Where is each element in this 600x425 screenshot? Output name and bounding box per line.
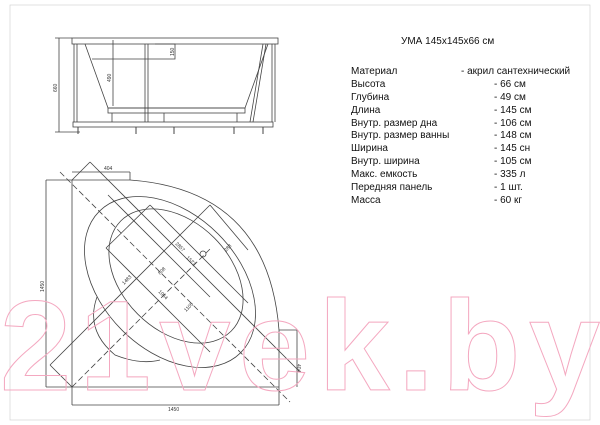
width-dim-label: 1450 [168, 407, 179, 413]
spec-label: Внутр. размер ванны [351, 130, 450, 142]
spec-label: Глубина [351, 91, 390, 103]
spec-row: Внутр. ширина - 105 см [351, 156, 591, 169]
side-height-label: 660 [53, 83, 59, 92]
spec-value: - 106 см [494, 117, 532, 129]
spec-label: Материал [351, 66, 398, 77]
height-dim-label: 1450 [40, 281, 46, 292]
spec-label: Макс. емкость [351, 169, 418, 181]
spec-row: Внутр. размер дна - 106 см [351, 118, 591, 131]
watermark-text: 21vek.by [0, 275, 600, 418]
dim5-label: 808 [157, 266, 167, 276]
spec-row: Высота - 66 см [351, 79, 591, 92]
spec-label: Передняя панель [351, 182, 433, 194]
spec-value: - 105 см [494, 156, 532, 168]
spec-label: Высота [351, 78, 386, 90]
spec-row: Материал - акрил сантехнический [351, 66, 591, 79]
spec-row: Глубина - 49 см [351, 92, 591, 105]
spec-value: - акрил сантехнический [461, 66, 571, 77]
spec-row: Масса - 60 кг [351, 195, 591, 208]
spec-value: - 145 см [494, 104, 532, 116]
spec-label: Ширина [351, 143, 388, 155]
spec-value: - 335 л [494, 169, 526, 181]
spec-row: Передняя панель - 1 шт. [351, 182, 591, 195]
diag3-label: 283 [223, 243, 233, 253]
spec-row: Ширина - 145 сн [351, 143, 591, 156]
page-border [9, 4, 591, 421]
spec-value: - 145 сн [494, 143, 531, 155]
product-title: УМА 145x145x66 см [401, 36, 495, 47]
side-rim-label: 150 [170, 47, 176, 56]
spec-value: - 148 см [494, 130, 532, 142]
spec-row: Длина - 145 см [351, 105, 591, 118]
spec-value: - 60 кг [494, 194, 523, 206]
spec-value: - 66 см [494, 78, 526, 90]
spec-label: Длина [351, 104, 381, 116]
spec-row: Макс. емкость - 335 л [351, 169, 591, 182]
spec-label: Масса [351, 194, 381, 206]
spec-row: Внутр. размер ванны - 148 см [351, 130, 591, 143]
right-offset-label: 404 [295, 364, 301, 373]
top-view [45, 161, 301, 406]
spec-label: Внутр. ширина [351, 156, 420, 168]
spec-label: Внутр. размер дна [351, 117, 438, 129]
spec-value: - 1 шт. [494, 182, 523, 194]
spec-value: - 49 см [494, 91, 526, 103]
side-depth-label: 490 [107, 73, 113, 82]
side-view [55, 37, 279, 134]
top-offset-label: 404 [104, 166, 113, 172]
